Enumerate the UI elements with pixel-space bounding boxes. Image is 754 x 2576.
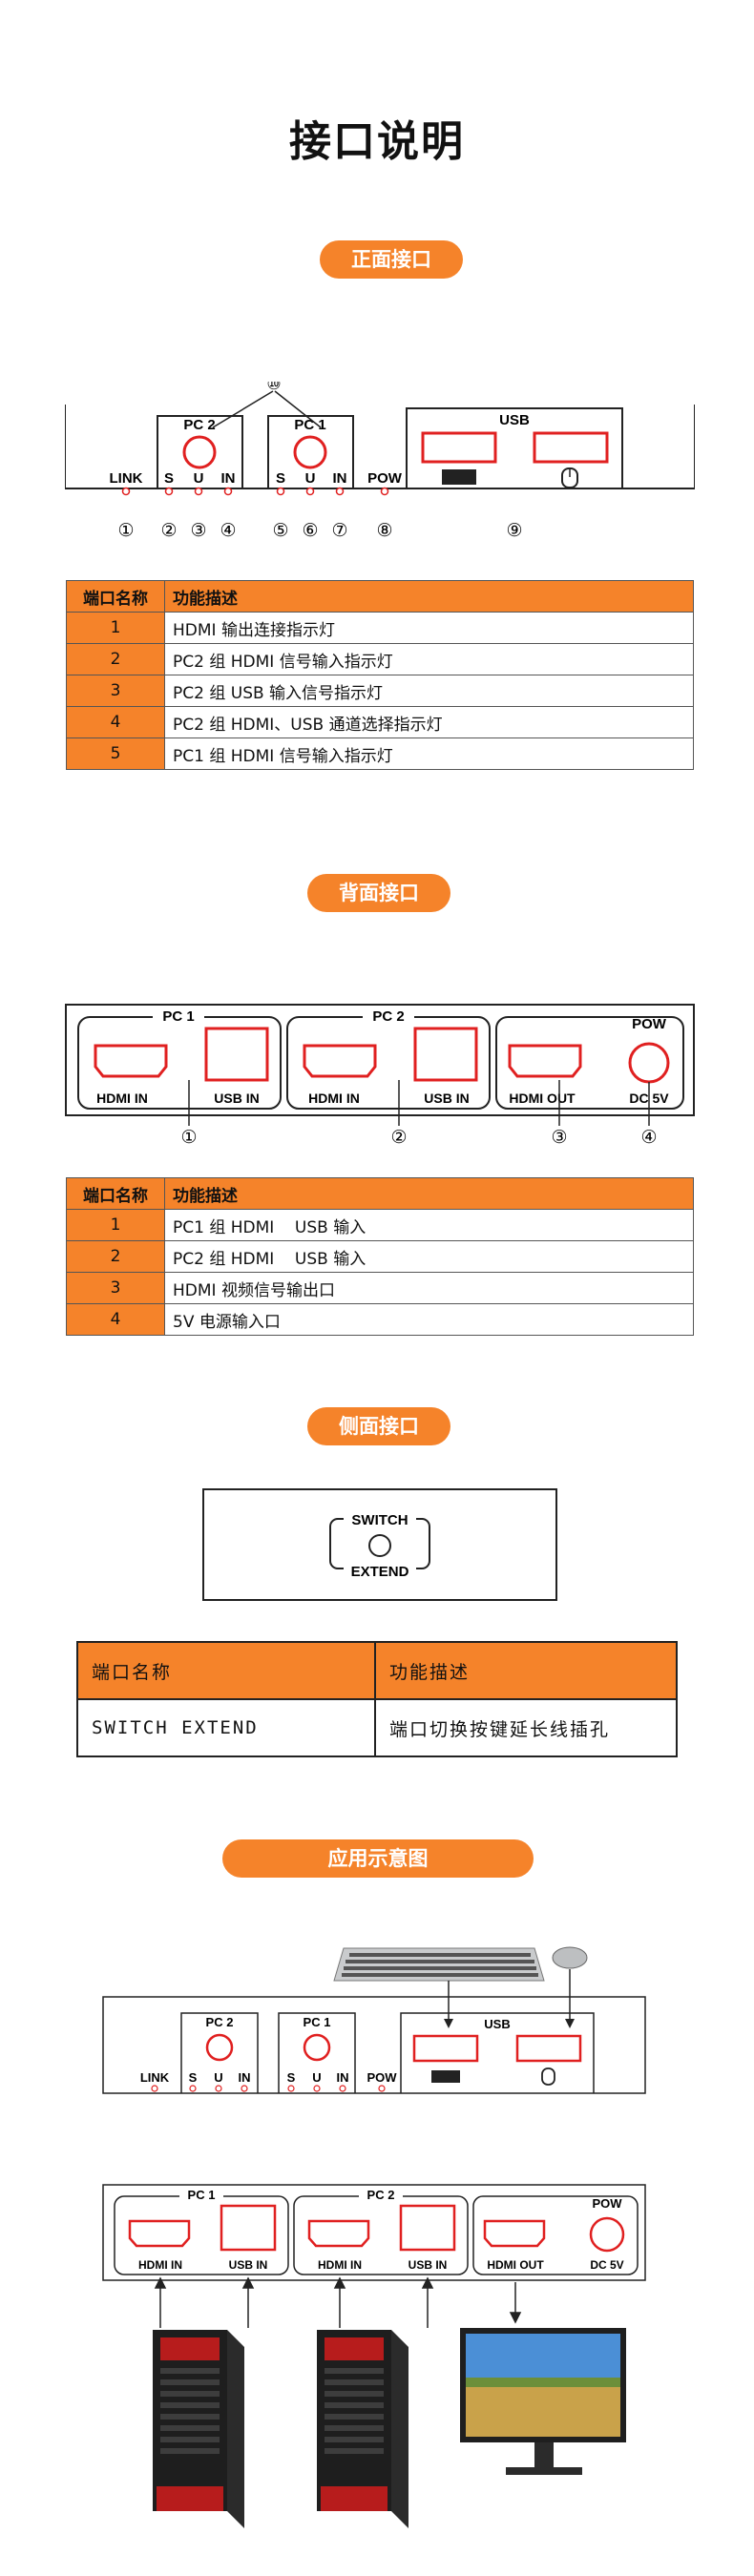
svg-text:①: ① xyxy=(117,521,134,541)
svg-text:②: ② xyxy=(390,1128,407,1147)
pc1-switch-button xyxy=(293,435,327,469)
svg-text:PC 1: PC 1 xyxy=(188,2188,216,2202)
dc-power-port xyxy=(628,1042,670,1084)
section-front-badge: 正面接口 xyxy=(320,240,463,279)
mouse-icon xyxy=(561,467,578,488)
keyboard-illustration xyxy=(333,1947,545,1982)
mouse-illustration xyxy=(552,1946,588,1969)
svg-text:PC 2: PC 2 xyxy=(367,2188,395,2202)
svg-text:S: S xyxy=(189,2070,198,2085)
svg-text:U: U xyxy=(214,2070,222,2085)
usb-label: USB xyxy=(499,412,530,428)
svg-text:PC 2: PC 2 xyxy=(206,2015,234,2029)
svg-text:③: ③ xyxy=(551,1128,567,1147)
svg-text:⑨: ⑨ xyxy=(506,521,522,541)
svg-text:POW: POW xyxy=(592,2196,622,2211)
svg-text:HDMI IN: HDMI IN xyxy=(318,2258,362,2272)
svg-text:POW: POW xyxy=(367,2070,397,2085)
svg-text:⑧: ⑧ xyxy=(376,521,392,541)
svg-text:LINK: LINK xyxy=(110,470,143,487)
pc1-label: PC 1 xyxy=(294,417,325,433)
svg-text:USB IN: USB IN xyxy=(214,1091,259,1106)
svg-text:IN: IN xyxy=(337,2070,349,2085)
svg-text:USB: USB xyxy=(484,2017,510,2031)
svg-text:LINK: LINK xyxy=(140,2070,170,2085)
svg-text:④: ④ xyxy=(220,521,236,541)
svg-text:PC 1: PC 1 xyxy=(162,1008,194,1025)
pc2-tower-illustration xyxy=(317,2330,408,2528)
svg-text:⑥: ⑥ xyxy=(302,521,318,541)
svg-text:HDMI IN: HDMI IN xyxy=(96,1091,148,1106)
section-side-badge: 侧面接口 xyxy=(307,1407,450,1445)
marker-10: ⑩ xyxy=(266,382,281,393)
svg-text:SWITCH: SWITCH xyxy=(351,1512,408,1528)
usb-port-mouse xyxy=(533,431,609,464)
svg-text:S: S xyxy=(287,2070,296,2085)
section-app-badge: 应用示意图 xyxy=(222,1839,534,1878)
svg-text:USB IN: USB IN xyxy=(229,2258,268,2272)
svg-text:POW: POW xyxy=(367,470,403,487)
monitor-illustration xyxy=(460,2328,626,2475)
svg-text:EXTEND: EXTEND xyxy=(351,1564,409,1580)
side-panel-diagram: SWITCH EXTEND xyxy=(202,1488,557,1601)
pc1-tower-illustration xyxy=(153,2330,244,2528)
svg-text:HDMI IN: HDMI IN xyxy=(138,2258,182,2272)
back-panel-diagram: PC 1 HDMI IN USB IN PC 2 HDMI IN USB IN … xyxy=(65,1004,695,1147)
front-panel-diagram: PC 2 PC 1 ⑩ LINK S U IN S U IN POW USB ①… xyxy=(65,382,695,541)
svg-text:U: U xyxy=(312,2070,321,2085)
svg-text:⑦: ⑦ xyxy=(331,521,347,541)
svg-text:DC 5V: DC 5V xyxy=(590,2258,623,2272)
svg-text:PC 1: PC 1 xyxy=(304,2015,331,2029)
svg-text:①: ① xyxy=(180,1128,197,1147)
svg-text:HDMI OUT: HDMI OUT xyxy=(509,1091,576,1106)
switch-extend-jack xyxy=(368,1534,391,1557)
svg-text:HDMI OUT: HDMI OUT xyxy=(487,2258,544,2272)
svg-text:USB IN: USB IN xyxy=(408,2258,448,2272)
svg-text:③: ③ xyxy=(190,521,206,541)
svg-text:U: U xyxy=(305,470,316,487)
pc2-hdmi-in-port xyxy=(303,1044,377,1078)
svg-text:POW: POW xyxy=(632,1016,667,1032)
svg-text:IN: IN xyxy=(239,2070,251,2085)
pc1-hdmi-in-port xyxy=(94,1044,168,1078)
hdmi-out-port xyxy=(508,1044,582,1078)
pc1-usb-in-port xyxy=(204,1027,269,1082)
svg-text:②: ② xyxy=(160,521,177,541)
svg-text:PC 2: PC 2 xyxy=(372,1008,404,1025)
svg-text:S: S xyxy=(164,470,174,487)
svg-text:USB IN: USB IN xyxy=(424,1091,469,1106)
usb-port-keyboard xyxy=(421,431,497,464)
svg-text:U: U xyxy=(194,470,204,487)
pc2-usb-in-port xyxy=(413,1027,478,1082)
pc2-switch-button xyxy=(182,435,217,469)
pc2-label: PC 2 xyxy=(183,417,215,433)
keyboard-icon xyxy=(442,469,476,485)
svg-text:IN: IN xyxy=(333,470,347,487)
application-diagram: PC 2 PC 1 LINK S U IN S U IN POW USB PC … xyxy=(102,1946,646,2528)
svg-text:HDMI IN: HDMI IN xyxy=(308,1091,360,1106)
page-title: 接口说明 xyxy=(289,117,465,166)
svg-text:④: ④ xyxy=(640,1128,657,1147)
svg-text:IN: IN xyxy=(221,470,236,487)
section-back-badge: 背面接口 xyxy=(307,874,450,912)
svg-text:⑤: ⑤ xyxy=(272,521,288,541)
svg-text:S: S xyxy=(276,470,285,487)
